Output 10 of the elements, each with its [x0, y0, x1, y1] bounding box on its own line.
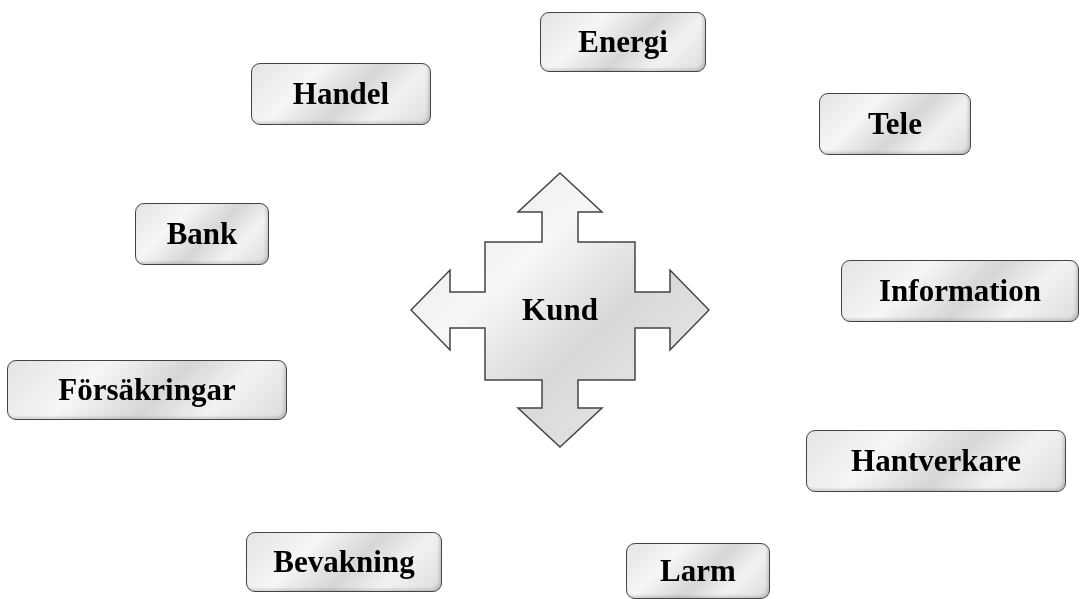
category-box: Energi	[540, 12, 706, 72]
category-box: Tele	[819, 93, 971, 155]
category-box: Handel	[251, 63, 431, 125]
category-box: Bank	[135, 203, 269, 265]
category-box: Information	[841, 260, 1079, 322]
category-box: Bevakning	[246, 532, 442, 592]
category-box: Försäkringar	[7, 360, 287, 420]
category-box: Larm	[626, 543, 770, 599]
category-box: Hantverkare	[806, 430, 1066, 492]
four-way-arrow-shape: Kund	[410, 172, 710, 448]
